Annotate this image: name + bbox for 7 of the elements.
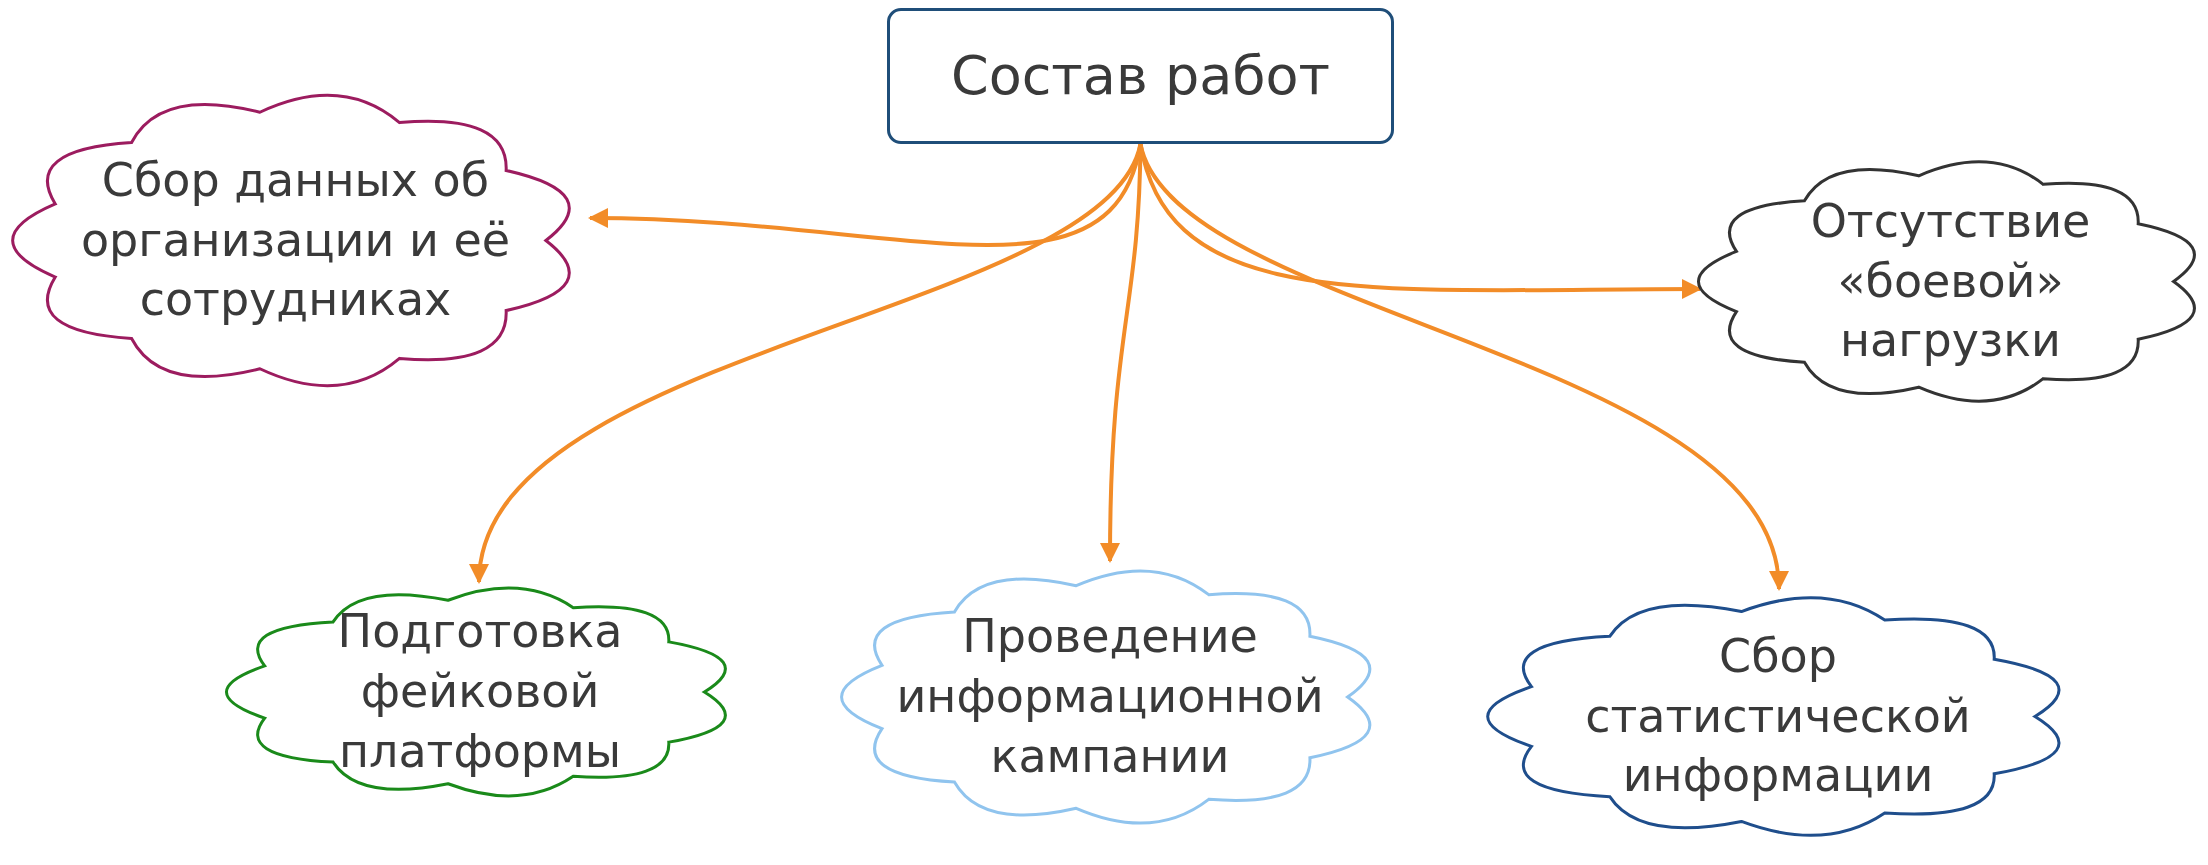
node-label: Состав работ (949, 42, 1332, 109)
node-label: Проведение информационной кампании (895, 608, 1325, 785)
title-box (887, 8, 1394, 144)
node-label: Сбор статистической информации (1584, 627, 1972, 805)
node-label: Подготовка фейковой платформы (336, 603, 624, 780)
node-label: Сбор данных об организации и её сотрудниках (79, 151, 512, 329)
node-label: Отсутствие «боевой» нагрузки (1809, 192, 2092, 370)
